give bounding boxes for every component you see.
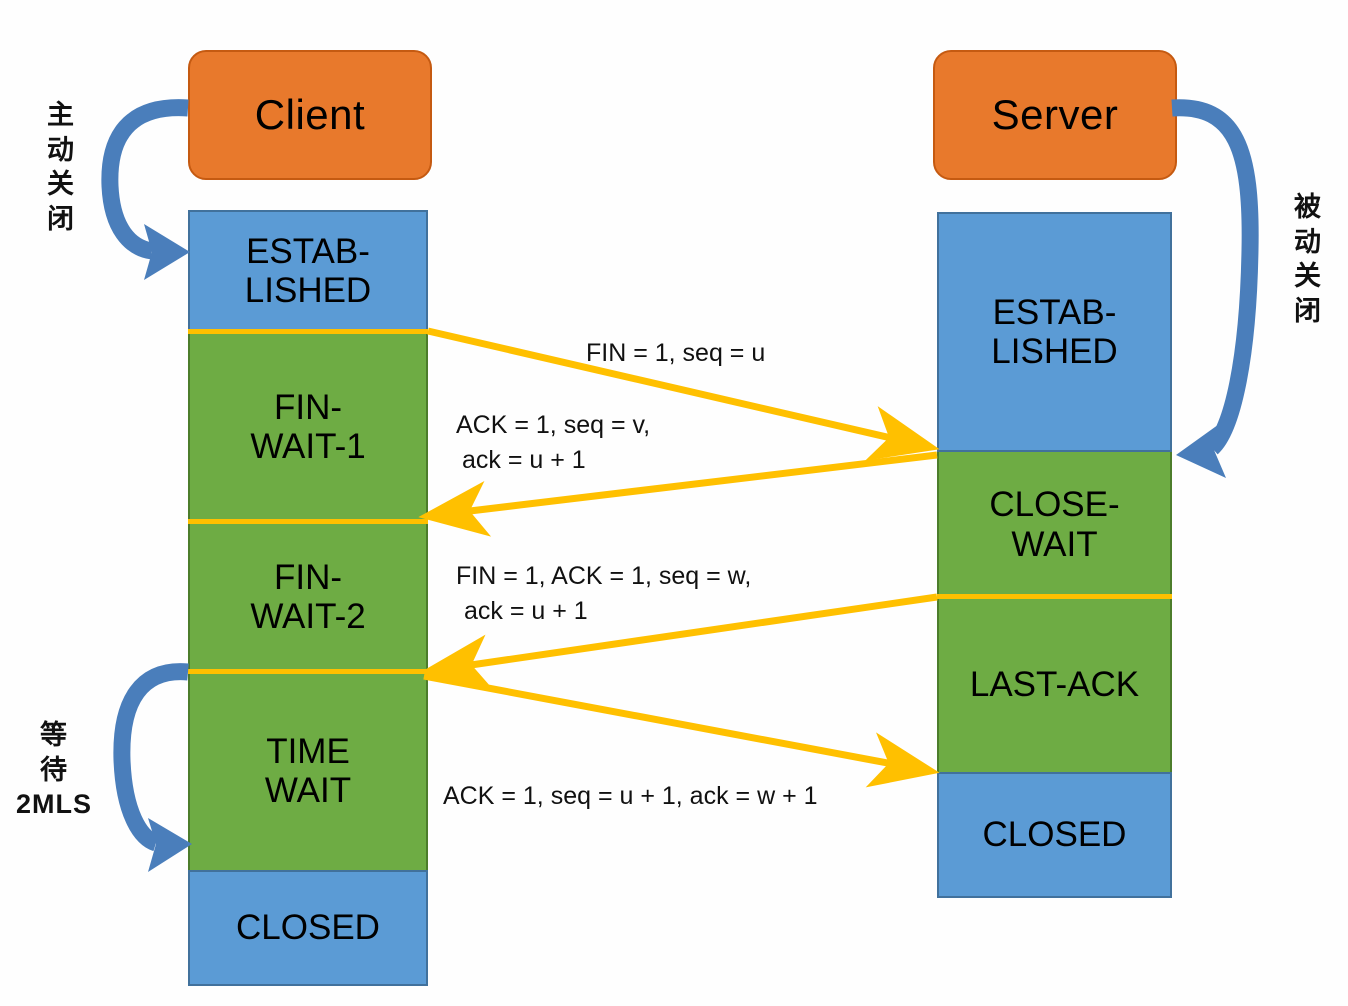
- state-line: WAIT: [1011, 524, 1098, 564]
- client-state-fin-wait-2[interactable]: FIN- WAIT-2: [188, 522, 428, 672]
- message-line: ACK = 1, seq = u + 1, ack = w + 1: [443, 782, 818, 810]
- label-char: 闭: [1294, 295, 1322, 326]
- label-char: 2MLS: [15, 789, 92, 820]
- server-state-close-wait[interactable]: CLOSE- WAIT: [937, 452, 1172, 597]
- message-line: FIN = 1, seq = u: [586, 339, 766, 367]
- label-char: 等: [40, 720, 68, 750]
- client-endpoint-box[interactable]: Client: [188, 50, 432, 180]
- state-line: TIME: [266, 731, 350, 771]
- client-divider-finwait2-timewait: [188, 669, 428, 674]
- client-active-close-label: 主 动 关 闭: [38, 98, 84, 236]
- client-wait-2mls-label: 等 待 2MLS: [8, 718, 100, 822]
- client-state-column: ESTAB- LISHED FIN- WAIT-1 FIN- WAIT-2 TI…: [188, 210, 428, 986]
- state-line: LAST-ACK: [969, 664, 1140, 704]
- state-line: WAIT: [264, 771, 352, 810]
- client-endpoint-label: Client: [254, 91, 366, 138]
- state-line: ESTAB-: [246, 231, 370, 271]
- message-line: ack = u + 1: [464, 596, 588, 625]
- server-state-last-ack[interactable]: LAST-ACK: [937, 597, 1172, 772]
- message-line: FIN = 1, ACK = 1, seq = w,: [456, 562, 752, 590]
- curve-client-time-wait: [113, 663, 192, 872]
- server-state-established[interactable]: ESTAB- LISHED: [937, 212, 1172, 452]
- client-state-fin-wait-1[interactable]: FIN- WAIT-1: [188, 332, 428, 522]
- label-char: 动: [1294, 226, 1322, 257]
- client-divider-established-finwait1: [188, 329, 428, 334]
- client-state-closed[interactable]: CLOSED: [188, 870, 428, 986]
- server-endpoint-box[interactable]: Server: [933, 50, 1177, 180]
- state-line: CLOSE-: [989, 485, 1120, 525]
- message-fin-ack: FIN = 1, ACK = 1, seq = w, ack = u + 1: [456, 559, 751, 628]
- state-line: WAIT-1: [250, 427, 366, 466]
- client-divider-finwait1-finwait2: [188, 519, 428, 524]
- server-divider-closewait-lastack: [937, 594, 1172, 599]
- message-line: ack = u + 1: [462, 445, 586, 474]
- curve-client-active-close: [101, 99, 190, 280]
- state-line: CLOSED: [982, 815, 1127, 855]
- label-char: 关: [1294, 261, 1322, 292]
- client-state-established[interactable]: ESTAB- LISHED: [188, 210, 428, 332]
- label-char: 关: [47, 169, 75, 200]
- state-line: ESTAB-: [992, 292, 1117, 332]
- state-line: FIN-: [273, 557, 343, 597]
- label-char: 闭: [47, 203, 75, 234]
- server-state-column: ESTAB- LISHED CLOSE- WAIT LAST-ACK CLOSE…: [937, 212, 1172, 898]
- message-ack-2: ACK = 1, seq = u + 1, ack = w + 1: [443, 779, 818, 814]
- label-char: 待: [40, 754, 68, 785]
- state-line: FIN-: [273, 387, 343, 427]
- message-fin-1: FIN = 1, seq = u: [586, 336, 765, 371]
- server-passive-close-label: 被 动 关 闭: [1285, 190, 1331, 328]
- state-line: LISHED: [244, 271, 372, 310]
- state-line: WAIT-2: [250, 597, 366, 636]
- label-char: 动: [47, 134, 75, 165]
- state-line: CLOSED: [236, 908, 380, 948]
- arrow-ack-2: [423, 672, 940, 788]
- server-state-closed[interactable]: CLOSED: [937, 772, 1172, 898]
- message-ack-1: ACK = 1, seq = v, ack = u + 1: [456, 408, 650, 477]
- curve-server-passive-close: [1171, 99, 1259, 478]
- server-endpoint-label: Server: [991, 91, 1119, 138]
- message-line: ACK = 1, seq = v,: [456, 411, 651, 439]
- client-state-time-wait[interactable]: TIME WAIT: [188, 672, 428, 870]
- label-char: 主: [47, 100, 75, 130]
- label-char: 被: [1294, 192, 1322, 222]
- state-line: LISHED: [991, 332, 1118, 371]
